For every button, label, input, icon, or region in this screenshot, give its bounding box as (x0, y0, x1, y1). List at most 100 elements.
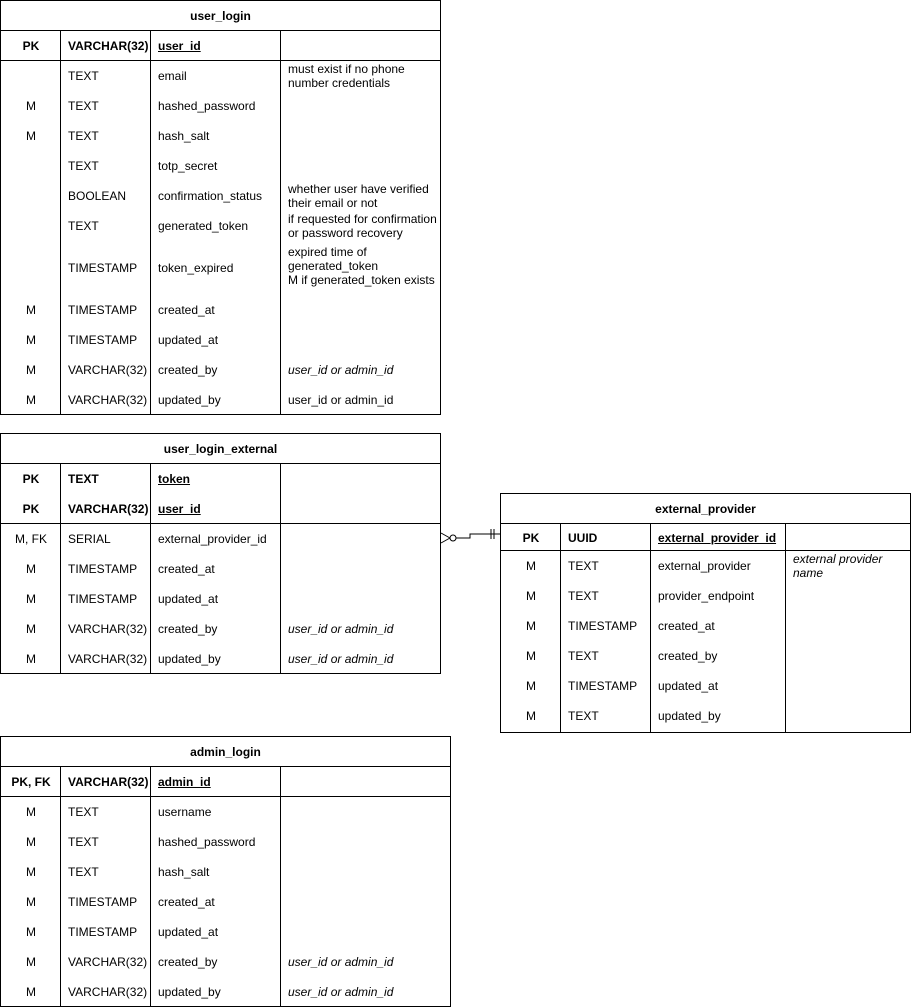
type-cell: TEXT (68, 865, 99, 879)
field-cell: hashed_password (158, 835, 256, 849)
type-cell: TEXT (568, 589, 599, 603)
type-cell: TIMESTAMP (68, 261, 138, 275)
field-cell: hashed_password (158, 99, 256, 113)
field-cell: created_by (158, 363, 218, 377)
type-cell: TIMESTAMP (568, 679, 638, 693)
type-cell: VARCHAR(32) (68, 39, 149, 53)
field-cell: created_by (658, 649, 718, 663)
key-cell: M (26, 955, 36, 969)
type-cell: VARCHAR(32) (68, 955, 148, 969)
field-cell: external_provider_id (658, 530, 777, 545)
key-cell: M (26, 925, 36, 939)
type-cell: TIMESTAMP (68, 562, 138, 576)
note-cell: expired time of generated_token M if gen… (288, 245, 435, 287)
key-cell: M (26, 562, 36, 576)
note-cell: user_id or admin_id (288, 393, 394, 407)
type-cell: TEXT (68, 159, 99, 173)
note-cell: user_id or admin_id (288, 363, 394, 377)
field-cell: updated_by (658, 709, 721, 723)
key-cell: PK (522, 530, 540, 545)
field-row[interactable]: M TEXT hashed_password (1, 91, 440, 121)
key-cell: M (26, 393, 36, 407)
table-title: external_provider (501, 494, 910, 524)
key-cell: M (526, 589, 536, 603)
column-divider (60, 464, 61, 673)
column-divider (560, 524, 561, 732)
field-cell: created_at (658, 619, 715, 633)
key-cell: M (26, 865, 36, 879)
column-divider (150, 767, 151, 1006)
type-cell: TIMESTAMP (568, 619, 638, 633)
field-row[interactable]: TEXT totp_secret (1, 151, 440, 181)
key-cell: M (26, 622, 36, 636)
type-cell: TEXT (568, 559, 599, 573)
field-cell: updated_by (158, 985, 221, 999)
type-cell: TEXT (68, 99, 99, 113)
key-cell: M (26, 99, 36, 113)
column-divider (150, 31, 151, 414)
field-cell: created_at (158, 895, 215, 909)
field-cell: token (158, 472, 191, 486)
field-cell: user_id (158, 502, 201, 516)
field-cell: token_expired (158, 261, 234, 275)
key-cell: M (526, 649, 536, 663)
table-title: admin_login (1, 737, 450, 767)
field-cell: user_id (158, 39, 201, 53)
column-divider (150, 464, 151, 673)
key-cell: M (26, 895, 36, 909)
note-cell: must exist if no phone number credential… (288, 62, 405, 90)
type-cell: TEXT (568, 649, 599, 663)
column-divider (650, 524, 651, 732)
column-divider (280, 31, 281, 414)
type-cell: TEXT (68, 472, 99, 486)
note-cell: user_id or admin_id (288, 652, 394, 666)
type-cell: TEXT (68, 69, 99, 83)
key-cell: M (26, 835, 36, 849)
field-row[interactable]: M TEXT created_by (501, 641, 910, 671)
field-cell: external_provider_id (158, 532, 267, 546)
key-cell: M (26, 333, 36, 347)
key-cell: M, FK (15, 532, 47, 546)
field-cell: totp_secret (158, 159, 218, 173)
key-cell: PK, FK (11, 775, 51, 789)
field-row[interactable]: TIMESTAMP token_expired expired time of ge… (1, 241, 440, 295)
column-divider (60, 767, 61, 1006)
type-cell: TIMESTAMP (68, 592, 138, 606)
